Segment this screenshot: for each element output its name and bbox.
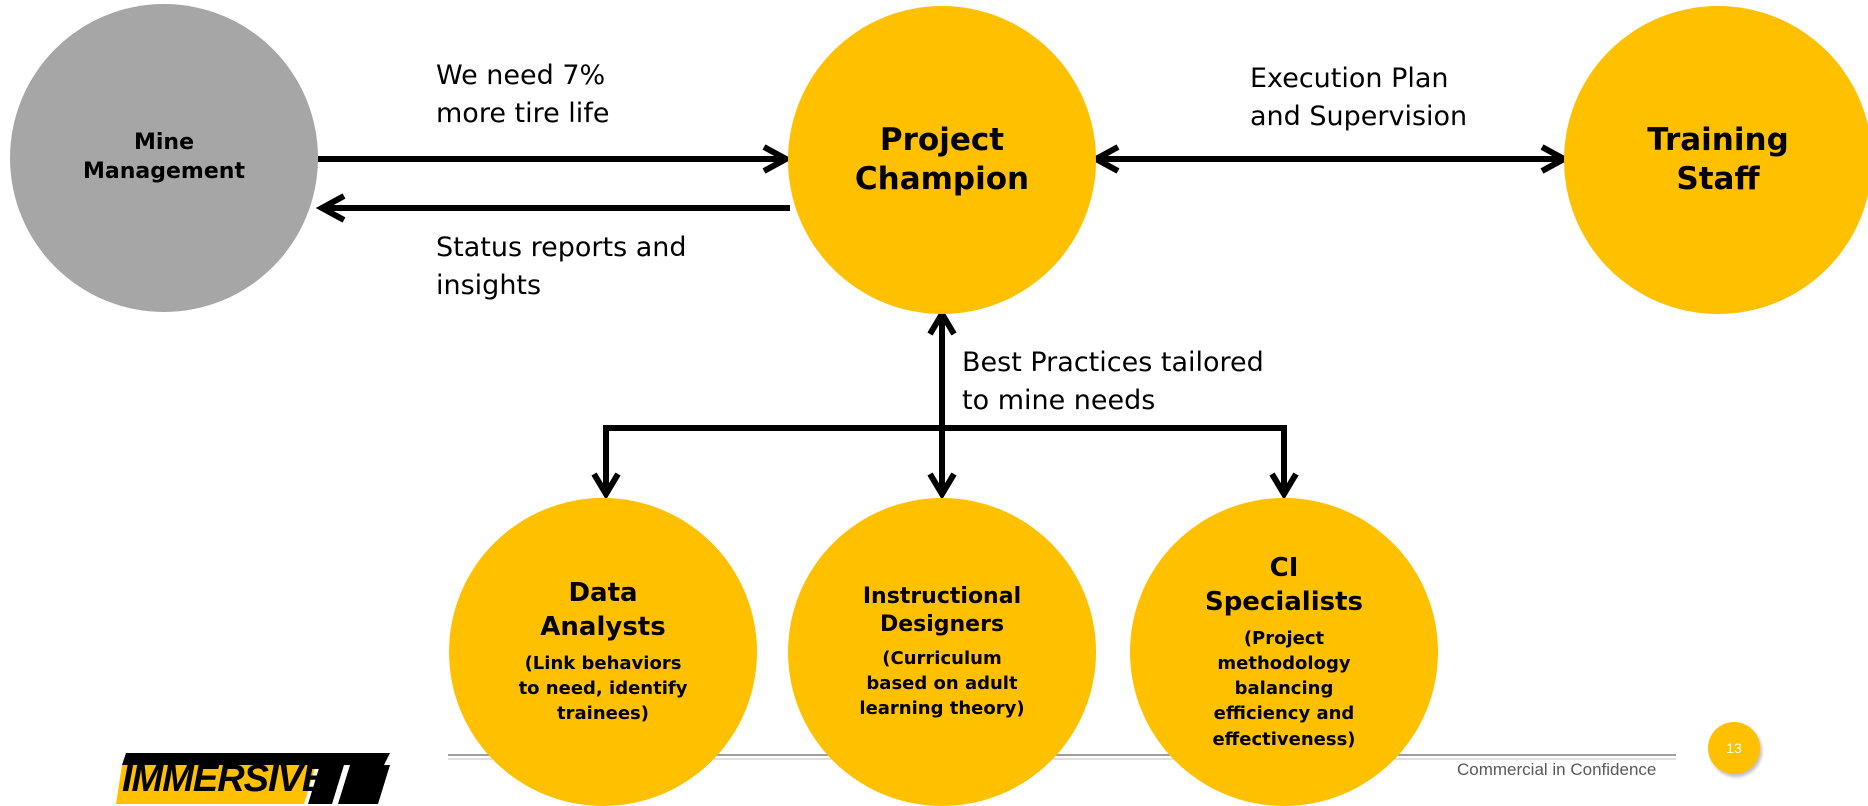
label-request: We need 7% more tire life: [436, 57, 609, 134]
label-execution: Execution Plan and Supervision: [1250, 60, 1467, 137]
node-title: Analysts: [540, 612, 666, 643]
arrowhead-trunk-up: [927, 308, 957, 336]
logo-graphic: [116, 753, 390, 804]
arrowhead-reports: [315, 193, 346, 223]
immersive-logo: IMMERSIVE: [116, 753, 390, 804]
label-line: to mine needs: [962, 385, 1156, 417]
node-title: Training: [1647, 122, 1789, 159]
node-note: methodology: [1217, 653, 1351, 675]
page-number-badge: 13: [1708, 722, 1760, 774]
arrowhead-execution-left: [1089, 144, 1120, 174]
node-note: balancing: [1234, 678, 1334, 700]
label-line: We need 7%: [436, 60, 606, 91]
node-note: learning theory): [859, 698, 1025, 720]
node-title: Champion: [854, 161, 1030, 197]
node-note: based on adult: [866, 673, 1018, 694]
label-best-practices: Best Practices tailored to mine needs: [962, 344, 1264, 421]
arrowhead-ci: [1269, 472, 1299, 500]
node-note: (Curriculum: [882, 647, 1002, 669]
arrowhead-request: [762, 144, 793, 174]
node-mine-management: Mine Management: [10, 4, 318, 312]
node-note: efficiency and: [1213, 703, 1355, 725]
node-training-staff: Training Staff: [1564, 6, 1868, 314]
node-title: Mine: [133, 130, 195, 156]
label-line: Execution Plan: [1250, 63, 1449, 94]
node-project-champion: Project Champion: [788, 6, 1096, 314]
label-line: more tire life: [436, 98, 610, 130]
node-title: Staff: [1676, 161, 1760, 197]
node-data-analysts: Data Analysts (Link behaviors to need, i…: [449, 498, 757, 806]
node-title: Data: [568, 578, 638, 609]
node-title: Project: [879, 122, 1005, 159]
node-instructional-designers: Instructional Designers (Curriculum base…: [788, 498, 1096, 806]
label-reports: Status reports and insights: [436, 229, 687, 306]
node-title: Designers: [879, 612, 1005, 638]
node-title: Instructional: [862, 583, 1022, 609]
node-title: Management: [83, 159, 245, 184]
node-note: trainees): [557, 703, 649, 725]
arrowhead-trunk-down: [927, 472, 957, 500]
label-line: Best Practices tailored: [962, 347, 1264, 378]
confidentiality-note: Commercial in Confidence: [1457, 760, 1657, 779]
arrowhead-analysts: [591, 472, 621, 500]
logo-text: IMMERSIVE: [122, 758, 327, 800]
node-note: (Project: [1243, 627, 1325, 649]
label-line: and Supervision: [1250, 101, 1468, 133]
label-line: insights: [436, 270, 542, 302]
node-ci-specialists: CI Specialists (Project methodology bala…: [1130, 498, 1438, 806]
label-line: Status reports and: [436, 232, 687, 263]
node-note: (Link behaviors: [524, 653, 682, 675]
node-note: to need, identify: [518, 678, 688, 700]
node-title: CI: [1269, 553, 1299, 584]
node-note: effectiveness): [1212, 728, 1356, 750]
node-title: Specialists: [1204, 587, 1364, 618]
